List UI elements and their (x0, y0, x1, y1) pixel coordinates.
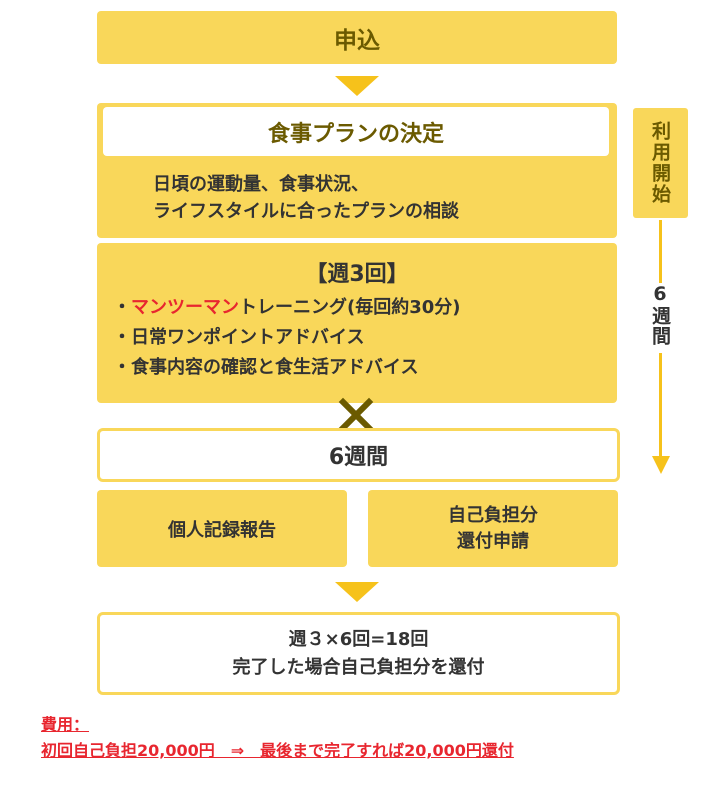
weekly-item-highlight: マンツーマン (131, 297, 239, 318)
result-box: 週３×6回=18回 完了した場合自己負担分を還付 (97, 612, 620, 695)
six-weeks-box: 6週間 (97, 428, 620, 482)
refund-line2: 還付申請 (457, 530, 529, 552)
meal-plan-title: 食事プランの決定 (267, 121, 444, 147)
weekly-title: 【週3回】 (305, 262, 409, 287)
weekly-item: ・マンツーマントレーニング(毎回約30分) (113, 297, 461, 318)
duration-label: 6週間 (649, 283, 671, 346)
meal-plan-desc-line2: ライフスタイルに合ったプランの相談 (153, 201, 459, 222)
cross-multiply-icon (338, 397, 374, 433)
meal-plan-desc-line1: 日頃の運動量、食事状況、 (153, 174, 369, 195)
meal-plan-description: 日頃の運動量、食事状況、 ライフスタイルに合ったプランの相談 (153, 171, 459, 225)
weekly-item-text: 日常ワンポイントアドバイス (131, 327, 365, 348)
fee-detail: 初回自己負担20,000円 ⇒ 最後まで完了すれば20,000円還付 (41, 741, 514, 760)
weekly-item: ・日常ワンポイントアドバイス (113, 327, 365, 348)
six-weeks-label: 6週間 (328, 445, 389, 470)
record-report-label: 個人記録報告 (168, 519, 276, 541)
weekly-items: ・マンツーマントレーニング(毎回約30分) ・日常ワンポイントアドバイス ・食事… (113, 293, 461, 383)
record-report-box: 個人記録報告 (97, 490, 347, 567)
meal-plan-block: 食事プランの決定 日頃の運動量、食事状況、 ライフスタイルに合ったプランの相談 (97, 103, 617, 238)
meal-plan-title-box: 食事プランの決定 (103, 107, 609, 156)
apply-box: 申込 (97, 11, 617, 64)
start-label-box: 利用開始 (633, 108, 688, 218)
fee-section: 費用： 初回自己負担20,000円 ⇒ 最後まで完了すれば20,000円還付 (41, 712, 514, 764)
duration-label-bg (648, 283, 674, 353)
weekly-block: 【週3回】 ・マンツーマントレーニング(毎回約30分) ・日常ワンポイントアドバ… (97, 243, 617, 403)
refund-line1: 自己負担分 (448, 504, 538, 526)
timeline-arrow-icon (652, 456, 670, 474)
start-label: 利用開始 (649, 121, 671, 205)
weekly-item: ・食事内容の確認と食生活アドバイス (113, 357, 419, 378)
weekly-item-text: トレーニング(毎回約30分) (239, 297, 461, 318)
weekly-item-text: 食事内容の確認と食生活アドバイス (131, 357, 419, 378)
apply-label: 申込 (334, 27, 380, 54)
result-line1: 週３×6回=18回 (288, 628, 429, 650)
down-arrow-icon (335, 582, 379, 602)
down-arrow-icon (335, 76, 379, 96)
fee-label: 費用： (41, 715, 90, 734)
refund-application-box: 自己負担分 還付申請 (368, 490, 618, 567)
result-line2: 完了した場合自己負担分を還付 (232, 656, 485, 678)
